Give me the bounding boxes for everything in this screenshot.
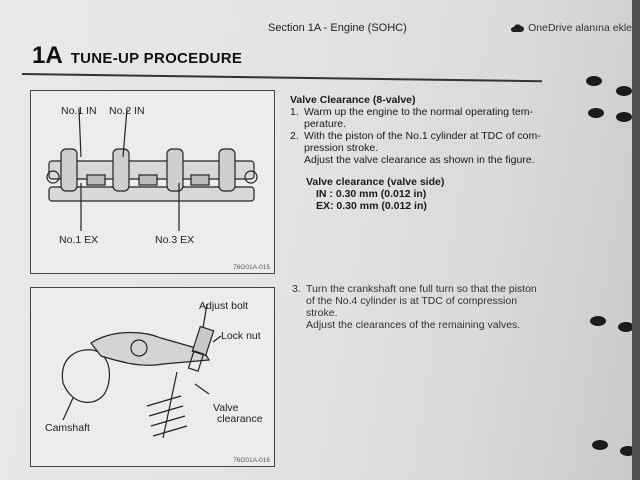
rocker-arm-drawing — [61, 303, 222, 439]
label-no2-in: No.2 IN — [109, 105, 145, 117]
heading-rule — [21, 73, 542, 83]
step-2: 2. With the piston of the No.1 cylinder … — [290, 130, 570, 142]
procedure-title: Valve Clearance (8-valve) — [290, 94, 416, 106]
page-header: Section 1A - Engine (SOHC) OneDrive alan… — [0, 0, 640, 38]
binder-ring — [588, 108, 604, 118]
step-2-line-3: Adjust the valve clearance as shown in t… — [304, 154, 535, 166]
cloud-icon — [511, 23, 525, 32]
label-no1-ex: No.1 EX — [59, 234, 99, 246]
figure1-code: 76G01A-015 — [233, 264, 270, 271]
step-3-line-1: Turn the crankshaft one full turn so tha… — [306, 283, 537, 295]
step-3: 3. Turn the crankshaft one full turn so … — [292, 283, 562, 295]
step-1: 1. Warm up the engine to the normal oper… — [290, 106, 570, 118]
step-3-text: 3. Turn the crankshaft one full turn so … — [292, 283, 562, 331]
step-3-line-4: Adjust the clearances of the remaining v… — [306, 319, 521, 331]
label-lock-nut: Lock nut — [221, 330, 261, 342]
label-valve: Valve — [213, 402, 239, 414]
label-camshaft: Camshaft — [45, 422, 90, 434]
clearance-spec: Valve clearance (valve side) IN : 0.30 m… — [290, 176, 570, 212]
section-number: 1A — [32, 42, 63, 69]
procedure-text: Valve Clearance (8-valve) 1. Warm up the… — [290, 94, 570, 212]
step-1-line-1: Warm up the engine to the normal operati… — [304, 106, 533, 118]
rocker-arm-figure: Adjust bolt Lock nut Camshaft Valve clea… — [30, 287, 275, 467]
label-no1-in: No.1 IN — [61, 105, 97, 117]
step-1-line-2: perature. — [304, 118, 347, 130]
label-adjust-bolt: Adjust bolt — [199, 300, 249, 312]
spec-in: IN : 0.30 mm (0.012 in) — [316, 188, 427, 200]
page-edge-shadow — [632, 0, 640, 480]
section-title: Section 1A - Engine (SOHC) — [268, 22, 407, 34]
step-3-line-3: stroke. — [306, 307, 338, 319]
page-heading: 1A TUNE-UP PROCEDURE — [32, 42, 242, 70]
binder-ring — [590, 316, 606, 326]
step-3-number: 3. — [292, 283, 301, 295]
binder-ring — [616, 86, 632, 96]
spec-title: Valve clearance (valve side) — [306, 176, 445, 188]
onedrive-button[interactable]: OneDrive alanına ekle — [510, 22, 632, 34]
binder-ring — [620, 446, 636, 456]
step-1-number: 1. — [290, 106, 299, 118]
step-2-line-2: pression stroke. — [304, 142, 379, 154]
onedrive-label: OneDrive alanına ekle — [528, 22, 632, 34]
label-clearance: clearance — [217, 413, 263, 425]
label-no3-ex: No.3 EX — [155, 234, 195, 246]
figure2-code: 76G01A-016 — [233, 457, 270, 464]
section-heading: TUNE-UP PROCEDURE — [70, 50, 243, 67]
valve-layout-figure: No.1 IN No.2 IN No.1 EX No.3 EX 76G01A-0… — [30, 90, 275, 274]
spec-ex: EX: 0.30 mm (0.012 in) — [316, 200, 427, 212]
binder-ring — [586, 76, 602, 86]
step-2-number: 2. — [290, 130, 299, 142]
camshaft-rocker-drawing — [46, 108, 258, 231]
binder-ring — [592, 440, 608, 450]
step-3-line-2: of the No.4 cylinder is at TDC of compre… — [306, 295, 518, 307]
step-2-line-1: With the piston of the No.1 cylinder at … — [304, 130, 541, 142]
binder-ring — [618, 322, 634, 332]
binder-ring — [616, 112, 632, 122]
